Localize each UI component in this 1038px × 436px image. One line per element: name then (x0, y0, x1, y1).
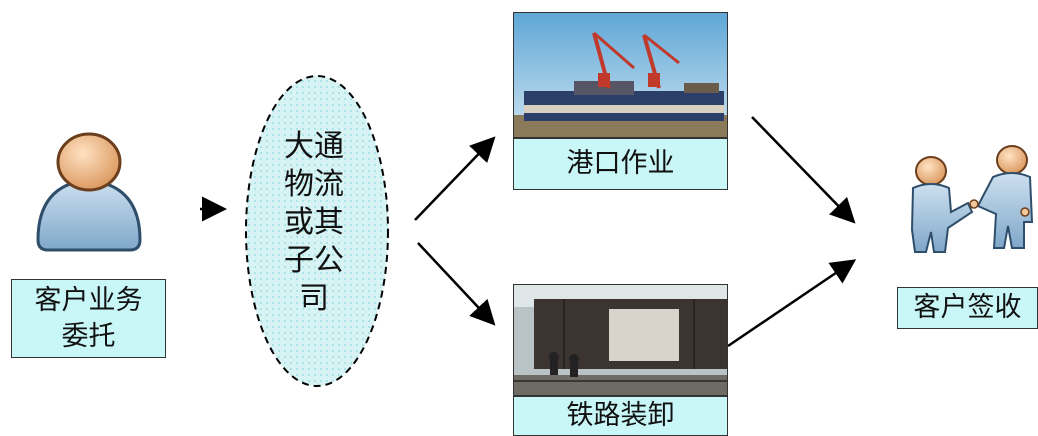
person-icon (36, 132, 142, 252)
diagram-canvas (36, 75, 1034, 387)
logistics-ellipse (245, 75, 389, 387)
arrow-port-to-signoff (751, 116, 856, 224)
arrow-to-rail (417, 242, 496, 326)
handshake-icon (910, 145, 1034, 253)
client-request-box: 客户业务委托 (11, 279, 166, 358)
rail-loading-label: 铁路装卸 (513, 396, 728, 436)
railway-photo (513, 284, 728, 396)
port-photo (513, 12, 728, 138)
logistics-text: 大通物流或其子公司 (284, 129, 344, 316)
port-operation-label: 港口作业 (513, 138, 728, 190)
client-request-text: 客户业务委托 (34, 284, 143, 352)
port-operation-text: 港口作业 (566, 148, 675, 179)
arrow-to-port (414, 136, 496, 221)
arrow-rail-to-signoff (727, 259, 857, 348)
client-signoff-box: 客户签收 (897, 287, 1038, 329)
rail-loading-text: 铁路装卸 (566, 400, 675, 431)
client-signoff-text: 客户签收 (913, 292, 1022, 323)
